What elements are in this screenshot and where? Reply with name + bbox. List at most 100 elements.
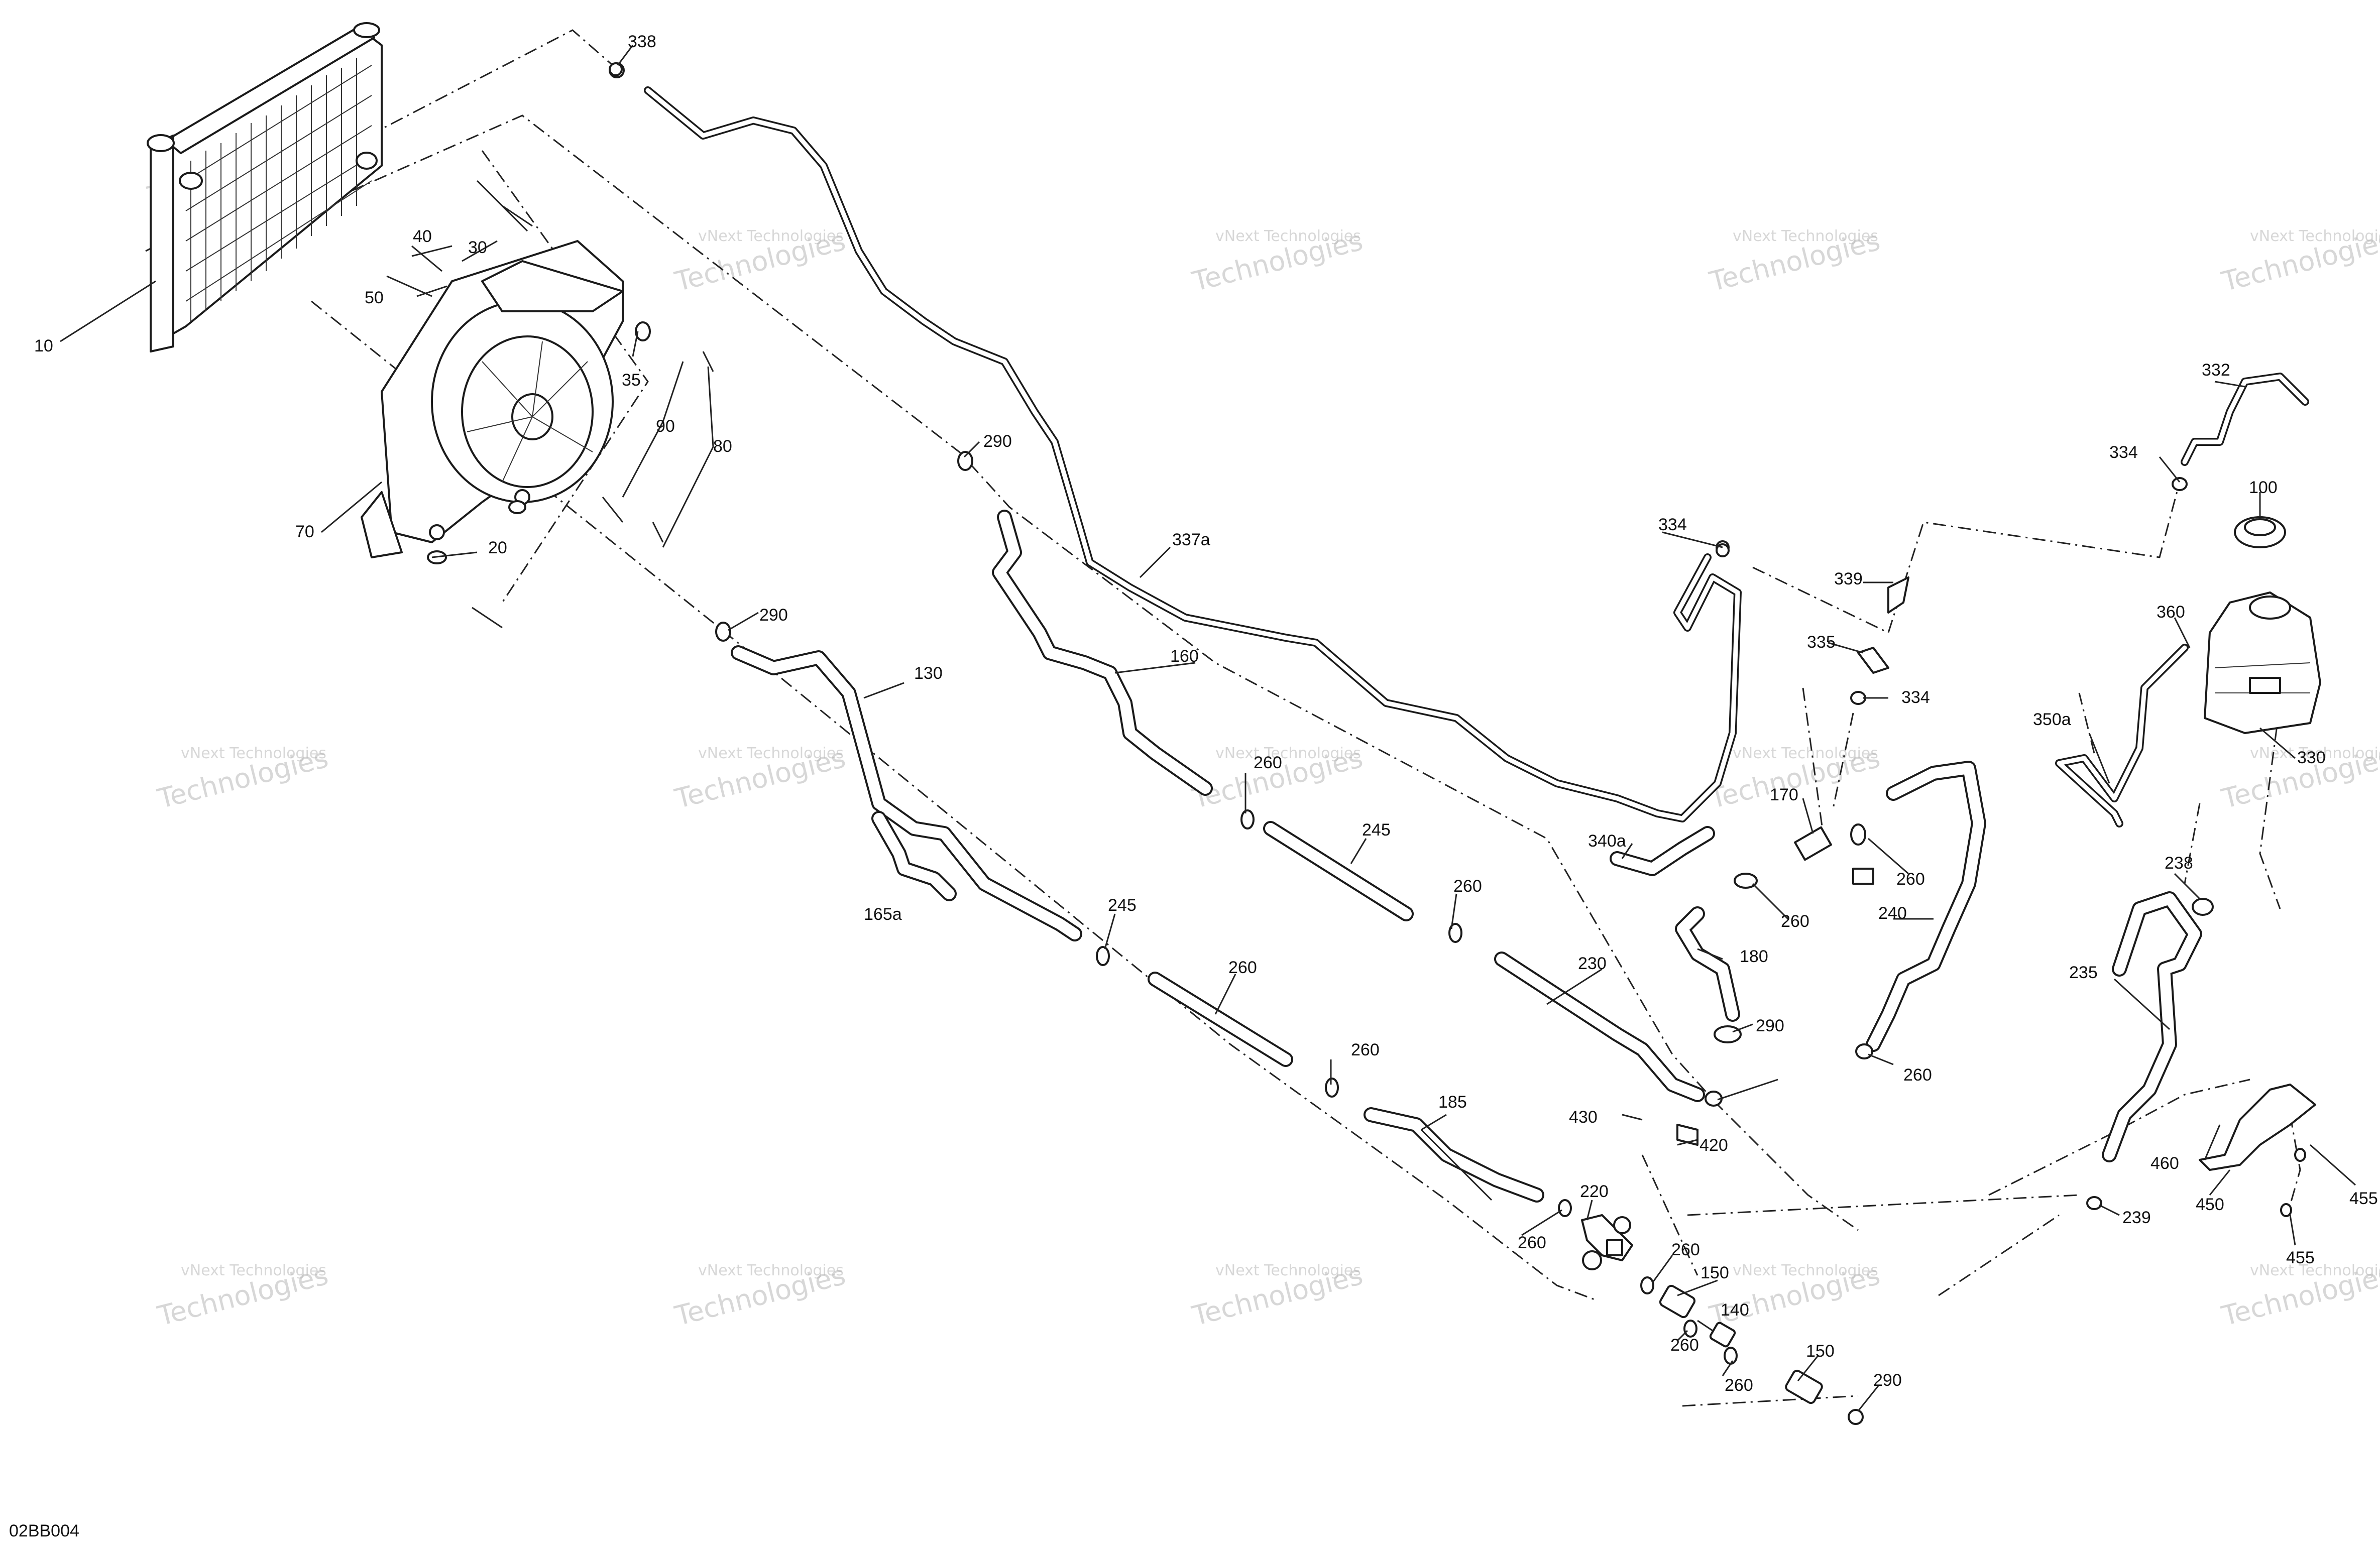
callout-label: 100: [2249, 478, 2278, 497]
callout-label: 290: [1873, 1371, 1902, 1390]
callout-label: 260: [1518, 1233, 1546, 1252]
watermark-text: vNext Technologies: [2250, 745, 2380, 762]
hose-165a-icon: [871, 811, 957, 901]
watermark-text: vNext Technologies: [2250, 227, 2380, 245]
callout-label: 10: [34, 336, 53, 355]
leader-lines: [60, 45, 2356, 1411]
callout-label: 70: [295, 522, 314, 541]
watermark-text: vNext Technologies: [1733, 227, 1878, 245]
callout-label: 460: [2150, 1154, 2179, 1173]
callout-label: 337a: [1172, 530, 1210, 549]
assembly-line: [2289, 1114, 2301, 1206]
callout-label: 455: [2286, 1248, 2315, 1267]
callout-label: 339: [1834, 569, 1863, 588]
assembly-line: [1938, 1214, 2060, 1296]
callout-label: 140: [1721, 1300, 1749, 1320]
assembly-line: [481, 150, 649, 603]
callout-label: 260: [1254, 753, 1282, 772]
callout-label: 238: [2165, 854, 2193, 873]
callout-label: 334: [1901, 688, 1930, 707]
assembly-line: [1682, 1395, 1859, 1407]
callout-label: 150: [1806, 1342, 1835, 1361]
callout-label: 290: [1756, 1016, 1784, 1035]
callout-label: 35: [622, 371, 641, 390]
reservoir-cap-icon: [2234, 516, 2286, 548]
callout-label: 338: [628, 32, 656, 51]
callout-label: 290: [983, 432, 1012, 451]
callout-label: 30: [468, 238, 487, 257]
hose-340a-icon: [1610, 826, 1715, 876]
callout-label: 160: [1170, 647, 1199, 666]
callout-label: 235: [2069, 963, 2098, 982]
callout-label: 170: [1770, 785, 1798, 804]
assembly-line: [351, 114, 1859, 1231]
callout-label: 350a: [2033, 710, 2071, 729]
callout-label: 260: [1903, 1065, 1932, 1085]
callout-label: 40: [413, 227, 432, 246]
callout-label: 430: [1569, 1108, 1598, 1127]
hose-160-icon: [992, 510, 1213, 796]
callout-label: 90: [656, 417, 675, 436]
callout-label: 260: [1351, 1040, 1380, 1059]
hose-235-icon: [2102, 891, 2202, 1162]
tube-350a-icon: [2055, 644, 2189, 827]
callout-label: 455: [2349, 1189, 2378, 1208]
hose-230-icon: [1494, 952, 1705, 1102]
tube-337a-icon: [609, 62, 1742, 822]
callout-label: 450: [2196, 1195, 2224, 1214]
callout-label: 260: [1781, 912, 1809, 931]
watermark-text: vNext Technologies: [1215, 1262, 1361, 1279]
callout-label: 340a: [1588, 832, 1626, 851]
callout-label: 245: [1108, 896, 1137, 915]
hose-185-icon: [1364, 1107, 1544, 1203]
assembly-line: [1752, 482, 2181, 634]
callout-label: 130: [914, 664, 943, 683]
assembly-line: [1832, 713, 1854, 809]
fitting-icon: [1794, 576, 1909, 885]
callout-label: 240: [1878, 904, 1907, 923]
fan-shroud-icon: [361, 240, 624, 558]
callout-label: 360: [2157, 603, 2185, 622]
callout-label: 332: [2202, 361, 2230, 380]
assembly-line: [1641, 1154, 1698, 1276]
callout-label: 334: [2109, 443, 2138, 462]
callout-label: 335: [1807, 633, 1836, 652]
watermark-text: vNext Technologies: [698, 1262, 844, 1279]
callout-label: 165a: [864, 905, 902, 924]
callout-label: 260: [1725, 1376, 1753, 1395]
callout-label: 230: [1578, 954, 1607, 973]
hose-clamp-icon: [609, 62, 2306, 1425]
tube-332-icon: [2181, 373, 2309, 466]
clamp-bracket-icon: [1676, 1124, 1698, 1146]
hose-180-icon: [1675, 906, 1740, 1022]
callout-label: 334: [1658, 515, 1687, 534]
callout-label: 260: [1896, 870, 1925, 889]
hose-130-icon: [731, 645, 1082, 941]
watermark-text: vNext Technologies: [2250, 1262, 2380, 1279]
assembly-line: [1988, 1079, 2250, 1196]
callout-label: 330: [2297, 748, 2326, 767]
tube-245-icon: [1148, 821, 1414, 1067]
callout-label: 245: [1362, 820, 1391, 840]
pipe-section-icon: [1659, 1284, 1823, 1404]
callout-label: 260: [1670, 1336, 1699, 1355]
callout-label: 260: [1228, 958, 1257, 977]
bracket-icon: [2199, 1084, 2316, 1171]
callout-label: 220: [1580, 1182, 1609, 1201]
callout-label: 260: [1453, 877, 1482, 896]
radiator-icon: [147, 22, 383, 352]
fastener-icon: [386, 180, 714, 629]
watermark-text: vNext Technologies: [181, 745, 326, 762]
callout-label: 290: [759, 606, 788, 625]
callout-label: 185: [1438, 1093, 1467, 1112]
water-pump-icon: [1581, 1214, 1633, 1270]
assembly-line: [1687, 1194, 2080, 1216]
watermark-text: vNext Technologies: [698, 227, 844, 245]
watermark-text: vNext Technologies: [1215, 745, 1361, 762]
callout-label: 80: [713, 437, 732, 456]
watermark-text: vNext Technologies: [698, 745, 844, 762]
assembly-line: [2078, 692, 2095, 754]
callout-label: 150: [1701, 1263, 1729, 1282]
watermark-text: vNext Technologies: [1215, 227, 1361, 245]
callout-label: 20: [488, 538, 507, 557]
